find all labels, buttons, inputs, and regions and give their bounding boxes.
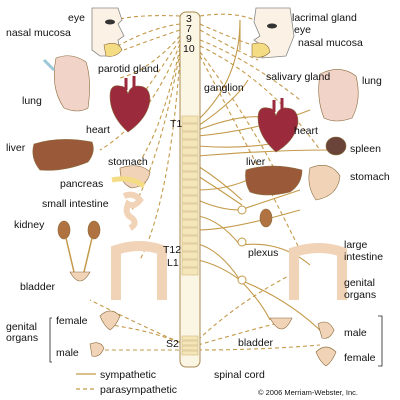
cord-segment bbox=[181, 243, 199, 252]
label-lung-right: lung bbox=[362, 75, 382, 87]
cord-segment bbox=[181, 227, 199, 236]
label-line: intestine bbox=[344, 251, 383, 263]
cord-segment bbox=[181, 195, 199, 204]
right-face bbox=[251, 7, 295, 59]
cord-segment bbox=[181, 211, 199, 220]
cord-segment bbox=[181, 171, 199, 180]
left-male-organs bbox=[89, 342, 105, 357]
right-kidneys bbox=[259, 208, 273, 228]
label-male-right: male bbox=[344, 327, 367, 339]
cord-segment bbox=[181, 155, 199, 164]
left-large-intestine bbox=[111, 241, 167, 300]
cord-segment-sacral bbox=[181, 335, 199, 341]
label-lacrimal-gland: lacrimal gland bbox=[292, 12, 357, 24]
cord-level-t12: T12 bbox=[163, 244, 181, 256]
left-kidneys bbox=[57, 220, 101, 273]
label-eye-right: eye bbox=[294, 24, 311, 36]
cord-level-7: 7 bbox=[186, 23, 192, 35]
cord-segment bbox=[181, 179, 199, 188]
label-liver-left: liver bbox=[6, 142, 26, 154]
left-heart bbox=[109, 76, 151, 133]
cord-segment-sacral bbox=[181, 340, 199, 346]
label-eye-left: eye bbox=[68, 12, 85, 24]
right-male-organs bbox=[317, 321, 335, 339]
label-spleen: spleen bbox=[350, 143, 381, 155]
right-spleen bbox=[325, 136, 347, 156]
label-line: organs bbox=[6, 332, 38, 344]
cord-segment bbox=[181, 115, 199, 124]
cord-segment bbox=[181, 131, 199, 140]
cord-segment-sacral bbox=[181, 350, 199, 356]
left-lung bbox=[42, 55, 90, 112]
cord-segment bbox=[181, 219, 199, 228]
label-female-left: female bbox=[56, 315, 88, 327]
label-male-left: male bbox=[56, 347, 79, 359]
label-plexus: plexus bbox=[248, 247, 278, 259]
left-liver bbox=[32, 139, 94, 171]
left-female-organs bbox=[99, 310, 121, 331]
label-stomach-right: stomach bbox=[350, 171, 390, 183]
right-bladder bbox=[269, 317, 293, 330]
cord-level-9: 9 bbox=[186, 33, 192, 45]
right-large-intestine bbox=[289, 243, 347, 300]
label-nasal-mucosa-left: nasal mucosa bbox=[6, 27, 71, 39]
right-stomach bbox=[308, 165, 341, 201]
cord-segment bbox=[181, 163, 199, 172]
label-heart-left: heart bbox=[86, 124, 110, 136]
copyright-notice: © 2006 Merriam-Webster, Inc. bbox=[258, 388, 358, 397]
label-kidney: kidney bbox=[14, 219, 45, 231]
cord-segment bbox=[181, 259, 199, 268]
label-parotid-gland: parotid gland bbox=[98, 63, 159, 75]
cord-level-s2: S2 bbox=[166, 338, 179, 350]
label-stomach-left: stomach bbox=[108, 156, 148, 168]
cord-segment bbox=[181, 139, 199, 148]
label-liver-right: liver bbox=[246, 156, 266, 168]
left-bladder bbox=[69, 271, 91, 282]
label-bladder-right: bladder bbox=[238, 337, 274, 349]
cord-segment bbox=[181, 267, 199, 276]
legend: sympathetic parasympathetic bbox=[76, 369, 177, 396]
cord-segment bbox=[181, 203, 199, 212]
right-liver bbox=[245, 165, 303, 196]
label-bladder-left: bladder bbox=[20, 281, 56, 293]
label-lung-left: lung bbox=[22, 95, 42, 107]
label-female-right: female bbox=[344, 352, 376, 364]
legend-sympathetic-label: sympathetic bbox=[100, 369, 156, 381]
label-ganglion: ganglion bbox=[204, 82, 244, 94]
cord-level-l1: L1 bbox=[167, 257, 179, 269]
cord-segment bbox=[181, 251, 199, 260]
label-nasal-mucosa-right: nasal mucosa bbox=[298, 37, 363, 49]
left-small-intestine bbox=[122, 191, 144, 231]
cord-level-3: 3 bbox=[186, 13, 192, 25]
label-pancreas: pancreas bbox=[60, 178, 103, 190]
left-face bbox=[91, 7, 125, 57]
cord-segment bbox=[181, 123, 199, 132]
plexus-ganglia bbox=[237, 205, 247, 285]
label-salivary-gland: salivary gland bbox=[266, 71, 330, 83]
label-spinal-cord: spinal cord bbox=[214, 369, 265, 381]
cord-segment bbox=[181, 147, 199, 156]
label-line: genital bbox=[344, 277, 375, 289]
label-line: genital bbox=[6, 321, 37, 333]
label-line: large bbox=[344, 239, 368, 251]
label-small-intestine: small intestine bbox=[42, 198, 109, 210]
label-line: organs bbox=[344, 289, 376, 301]
left-stomach-pancreas bbox=[111, 165, 151, 189]
cord-segment-sacral bbox=[181, 345, 199, 351]
right-heart bbox=[257, 98, 299, 153]
cord-segment bbox=[181, 187, 199, 196]
cord-level-t1: T1 bbox=[170, 118, 182, 130]
cord-segment bbox=[181, 235, 199, 244]
label-heart-right: heart bbox=[294, 125, 318, 137]
legend-parasympathetic-label: parasympathetic bbox=[100, 384, 177, 396]
spinal-cord bbox=[179, 11, 201, 368]
right-lung bbox=[318, 69, 359, 122]
right-female-organs bbox=[315, 346, 337, 367]
cord-level-10: 10 bbox=[183, 43, 195, 55]
cord-segments bbox=[181, 115, 199, 356]
